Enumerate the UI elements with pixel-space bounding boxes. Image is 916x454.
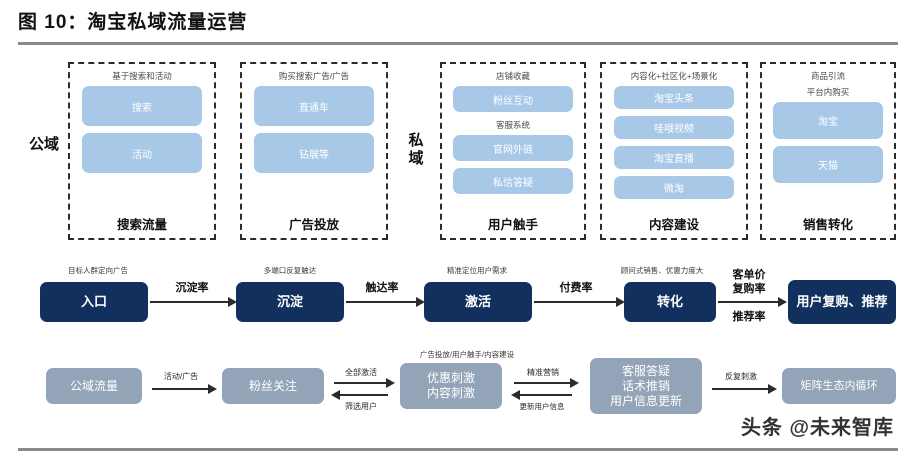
bottom-arrow-2-head-left: [331, 390, 340, 400]
bottom-arrow-4-line: [712, 388, 770, 390]
bottom-arrow-3-head-left: [511, 390, 520, 400]
watermark: 头条 @未来智库: [740, 417, 894, 439]
group-item-pill[interactable]: 私信答疑: [453, 168, 573, 194]
bottom-arrow-3-line-bottom: [514, 394, 572, 396]
private-domain-label-line1: 私: [408, 132, 424, 149]
flow-arrow-2-head: [416, 297, 425, 307]
bottom-node-service[interactable]: 客服答疑 话术推销 用户信息更新: [590, 358, 702, 414]
flow-arrow-4-label-top1: 客单价: [732, 269, 766, 281]
bottom-node-service-line2: 话术推销: [621, 378, 670, 393]
bottom-arrow-4-label: 反复刺激: [725, 372, 757, 381]
header-divider: [18, 42, 898, 45]
bottom-node-note: 广告投放/用户触手/内容建设: [419, 350, 515, 359]
group-item-pill[interactable]: 粉丝互动: [453, 86, 573, 112]
bottom-node-ecosystem-loop[interactable]: 矩阵生态内循环: [782, 368, 896, 404]
group-item-pill[interactable]: 搜索: [81, 86, 203, 126]
bottom-arrow-3-label-top: 精准营销: [527, 368, 559, 377]
group-item-pill[interactable]: 淘宝头条: [613, 86, 735, 109]
flow-node-precipitate[interactable]: 沉淀: [236, 282, 344, 322]
private-domain-label-line2: 域: [408, 150, 424, 167]
bottom-arrow-4-head: [768, 384, 777, 394]
bottom-arrow-2-label-bottom: 筛选用户: [345, 402, 377, 411]
footer-divider: [18, 448, 898, 451]
group-item-pill[interactable]: 钻展等: [253, 133, 375, 173]
flow-node-repurchase[interactable]: 用户复购、推荐: [788, 280, 896, 324]
group-note: 购买搜索广告/广告: [278, 71, 350, 81]
group-item-pill[interactable]: 淘宝: [772, 102, 884, 139]
flow-arrow-3-line: [534, 301, 618, 303]
group-box-user-touchpoints[interactable]: 店铺收藏 粉丝互动 客服系统 官网外链 私信答疑 用户触手: [440, 62, 586, 240]
group-box-sales-conversion[interactable]: 商品引流 平台内购买 淘宝 天猫 销售转化: [760, 62, 896, 240]
group-caption: 销售转化: [802, 218, 853, 232]
flow-arrow-4-head: [778, 297, 787, 307]
flow-node-note: 顾问式销售、优惠力度大: [620, 266, 704, 275]
flow-node-conversion[interactable]: 转化: [624, 282, 716, 322]
bottom-arrow-1-line: [152, 388, 210, 390]
group-item-pill[interactable]: 直通车: [253, 86, 375, 126]
bottom-node-service-line1: 客服答疑: [621, 363, 670, 378]
group-note-secondary: 平台内购买: [806, 87, 850, 97]
group-caption: 用户触手: [487, 218, 538, 232]
figure-header: 图 10：淘宝私域流量运营: [18, 8, 898, 42]
private-domain-label: 私 域: [404, 132, 428, 168]
bottom-node-incentive-line2: 内容刺激: [426, 386, 475, 400]
flow-arrow-2-line: [346, 301, 418, 303]
group-box-ad-placement[interactable]: 购买搜索广告/广告 直通车 钻展等 广告投放: [240, 62, 388, 240]
flow-arrow-4-label-top2: 复购率: [732, 283, 766, 295]
page-title: 图 10：淘宝私域流量运营: [18, 12, 248, 33]
group-box-search-traffic[interactable]: 基于搜索和活动 搜索 活动 搜索流量: [68, 62, 216, 240]
bottom-arrow-1-head: [208, 384, 217, 394]
public-domain-label: 公域: [28, 136, 59, 153]
bottom-arrow-2-line-bottom: [334, 394, 388, 396]
group-note: 内容化+社区化+场景化: [630, 71, 718, 81]
flow-arrow-3-head: [616, 297, 625, 307]
group-item-pill[interactable]: 活动: [81, 133, 203, 173]
group-item-pill[interactable]: 官网外链: [453, 135, 573, 161]
bottom-node-service-line3: 用户信息更新: [609, 393, 682, 408]
flow-arrow-2-label: 触达率: [365, 282, 399, 294]
bottom-node-incentive-line1: 优惠刺激: [426, 371, 475, 385]
group-item-pill[interactable]: 哇哦视频: [613, 116, 735, 139]
group-note: 店铺收藏: [495, 71, 530, 81]
group-item-pill[interactable]: 天猫: [772, 146, 884, 183]
bottom-node-incentive[interactable]: 优惠刺激 内容刺激: [400, 363, 502, 409]
bottom-arrow-3-label-bottom: 更新用户信息: [519, 402, 565, 411]
group-note-secondary: 客服系统: [495, 120, 530, 130]
flow-arrow-4-line: [718, 301, 780, 303]
bottom-arrow-2-head-right: [386, 378, 395, 388]
group-caption: 内容建设: [648, 218, 699, 232]
flow-arrow-1-line: [150, 301, 230, 303]
flow-node-note: 目标人群定向广告: [68, 266, 128, 275]
flow-arrow-1-head: [228, 297, 237, 307]
group-note: 基于搜索和活动: [112, 71, 172, 81]
group-box-content-building[interactable]: 内容化+社区化+场景化 淘宝头条 哇哦视频 淘宝直播 微淘 内容建设: [600, 62, 748, 240]
flow-arrow-3-label: 付费率: [559, 282, 593, 294]
group-caption: 广告投放: [288, 218, 339, 232]
bottom-arrow-1-label: 活动/广告: [163, 372, 199, 381]
bottom-node-public-traffic[interactable]: 公域流量: [46, 368, 142, 404]
flow-arrow-4-label-bottom: 推荐率: [732, 311, 766, 323]
group-item-pill[interactable]: 淘宝直播: [613, 146, 735, 169]
flow-node-entry[interactable]: 入口: [40, 282, 148, 322]
group-caption: 搜索流量: [116, 218, 167, 232]
flow-node-activate[interactable]: 激活: [424, 282, 532, 322]
bottom-arrow-3-head-right: [570, 378, 579, 388]
flow-node-note: 精准定位用户需求: [447, 266, 507, 275]
flow-node-note: 多端口反复触达: [263, 266, 317, 275]
bottom-arrow-3-line-top: [514, 382, 572, 384]
flow-arrow-1-label: 沉淀率: [175, 282, 209, 294]
bottom-node-fan-follow[interactable]: 粉丝关注: [222, 368, 324, 404]
group-note: 商品引流: [810, 71, 845, 81]
bottom-arrow-2-label-top: 全部激活: [345, 368, 377, 377]
group-item-pill[interactable]: 微淘: [613, 176, 735, 199]
bottom-arrow-2-line-top: [334, 382, 388, 384]
